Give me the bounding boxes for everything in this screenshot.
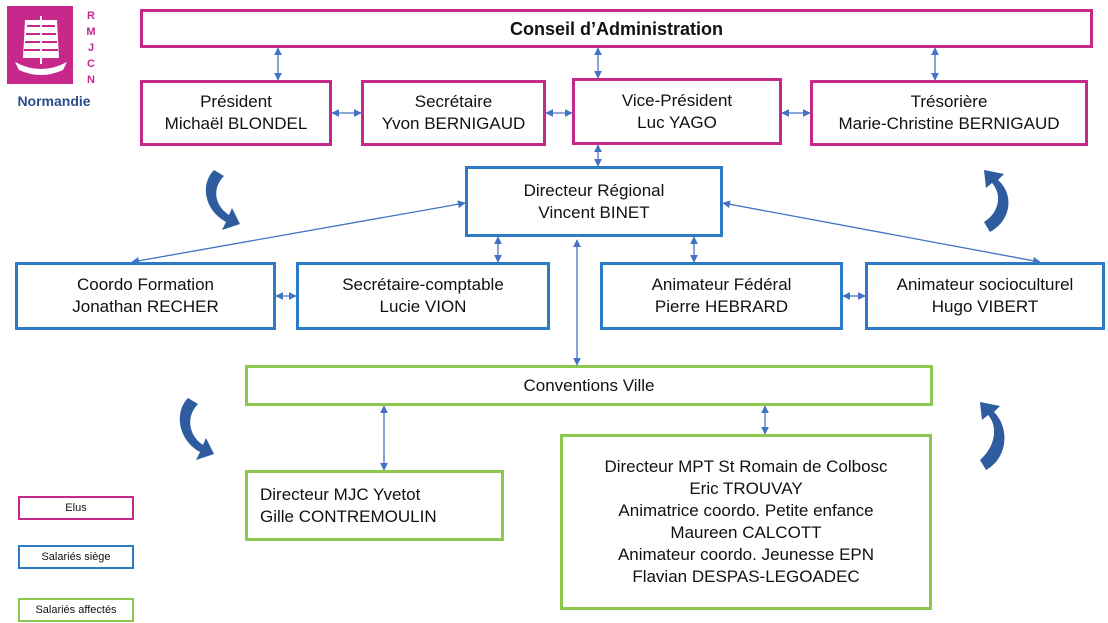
curved-arrow-icon <box>980 402 1005 470</box>
animateur-socioculturel-box: Animateur socioculturel Hugo VIBERT <box>865 262 1105 330</box>
vice-president-name: Luc YAGO <box>637 112 717 132</box>
mpt-line: Maureen CALCOTT <box>670 523 822 542</box>
secretaire-role: Secrétaire <box>414 92 493 111</box>
logo-graphic: R M J C N Normandie <box>7 6 101 112</box>
conventions-title: Conventions Ville <box>523 375 655 395</box>
coordo-role: Coordo Formation <box>76 275 214 294</box>
animateur-federal-box: Animateur Fédéral Pierre HEBRARD <box>600 262 843 330</box>
link-directeur-socioculturel <box>722 200 1041 265</box>
logo-letter: J <box>88 42 94 54</box>
president-role: Président <box>200 92 272 111</box>
directeur-name: Vincent BINET <box>538 202 650 222</box>
legend-elus-label: Elus <box>65 502 87 514</box>
comptable-role: Secrétaire-comptable <box>342 275 504 294</box>
logo-letter: N <box>87 74 95 86</box>
vice-president-role: Vice-Président <box>621 90 733 110</box>
secretaire-name: Yvon BERNIGAUD <box>381 114 526 133</box>
conseil-administration: Conseil d’Administration <box>140 9 1093 48</box>
mpt-line: Animatrice coordo. Petite enfance <box>618 501 874 520</box>
tresoriere-role: Trésorière <box>910 92 988 111</box>
secretaire-comptable-box: Secrétaire-comptable Lucie VION <box>296 262 550 330</box>
vice-president-box: Vice-Président Luc YAGO <box>572 78 782 145</box>
rmjcn-logo: R M J C N Normandie <box>7 6 101 114</box>
curved-arrow-icon <box>205 170 240 230</box>
mpt-line: Animateur coordo. Jeunesse EPN <box>617 545 875 564</box>
viking-ship-icon <box>15 16 67 75</box>
yvetot-name: Gille CONTREMOULIN <box>260 506 437 526</box>
logo-letter: C <box>87 58 95 70</box>
logo-letter: R <box>87 10 95 22</box>
conseil-title: Conseil d’Administration <box>509 18 723 39</box>
secretaire-box: Secrétaire Yvon BERNIGAUD <box>361 80 546 146</box>
president-box: Président Michaël BLONDEL <box>140 80 332 146</box>
logo-caption: Normandie <box>17 93 90 109</box>
directeur-regional-box: Directeur Régional Vincent BINET <box>465 166 723 237</box>
legend-elus: Elus <box>18 496 134 520</box>
legend-salaries-siege: Salariés siège <box>18 545 134 569</box>
president-name: Michaël BLONDEL <box>164 114 308 133</box>
link-directeur-coordo <box>131 200 466 265</box>
tresoriere-name: Marie-Christine BERNIGAUD <box>838 114 1060 133</box>
conventions-ville-box: Conventions Ville <box>245 365 933 406</box>
tresoriere-box: Trésorière Marie-Christine BERNIGAUD <box>810 80 1088 146</box>
coordo-formation-box: Coordo Formation Jonathan RECHER <box>15 262 276 330</box>
federal-role: Animateur Fédéral <box>651 275 792 294</box>
mpt-st-romain-box: Directeur MPT St Romain de Colbosc Eric … <box>560 434 932 610</box>
legend-siege-label: Salariés siège <box>41 551 111 563</box>
mjc-yvetot-box: Directeur MJC Yvetot Gille CONTREMOULIN <box>245 470 504 541</box>
curved-arrow-icon <box>179 398 214 460</box>
logo-letter: M <box>86 26 95 38</box>
yvetot-role: Directeur MJC Yvetot <box>260 484 421 504</box>
legend-affectes-label: Salariés affectés <box>35 604 117 616</box>
socioculturel-role: Animateur socioculturel <box>896 275 1074 294</box>
mpt-line: Flavian DESPAS-LEGOADEC <box>632 567 860 586</box>
federal-name: Pierre HEBRARD <box>654 297 789 316</box>
curved-arrow-icon <box>984 170 1009 232</box>
coordo-name: Jonathan RECHER <box>72 297 219 316</box>
directeur-role: Directeur Régional <box>523 180 665 200</box>
legend-salaries-affectes: Salariés affectés <box>18 598 134 622</box>
comptable-name: Lucie VION <box>379 297 467 316</box>
socioculturel-name: Hugo VIBERT <box>931 297 1039 316</box>
mpt-line: Eric TROUVAY <box>689 479 803 498</box>
mpt-line: Directeur MPT St Romain de Colbosc <box>604 457 888 476</box>
